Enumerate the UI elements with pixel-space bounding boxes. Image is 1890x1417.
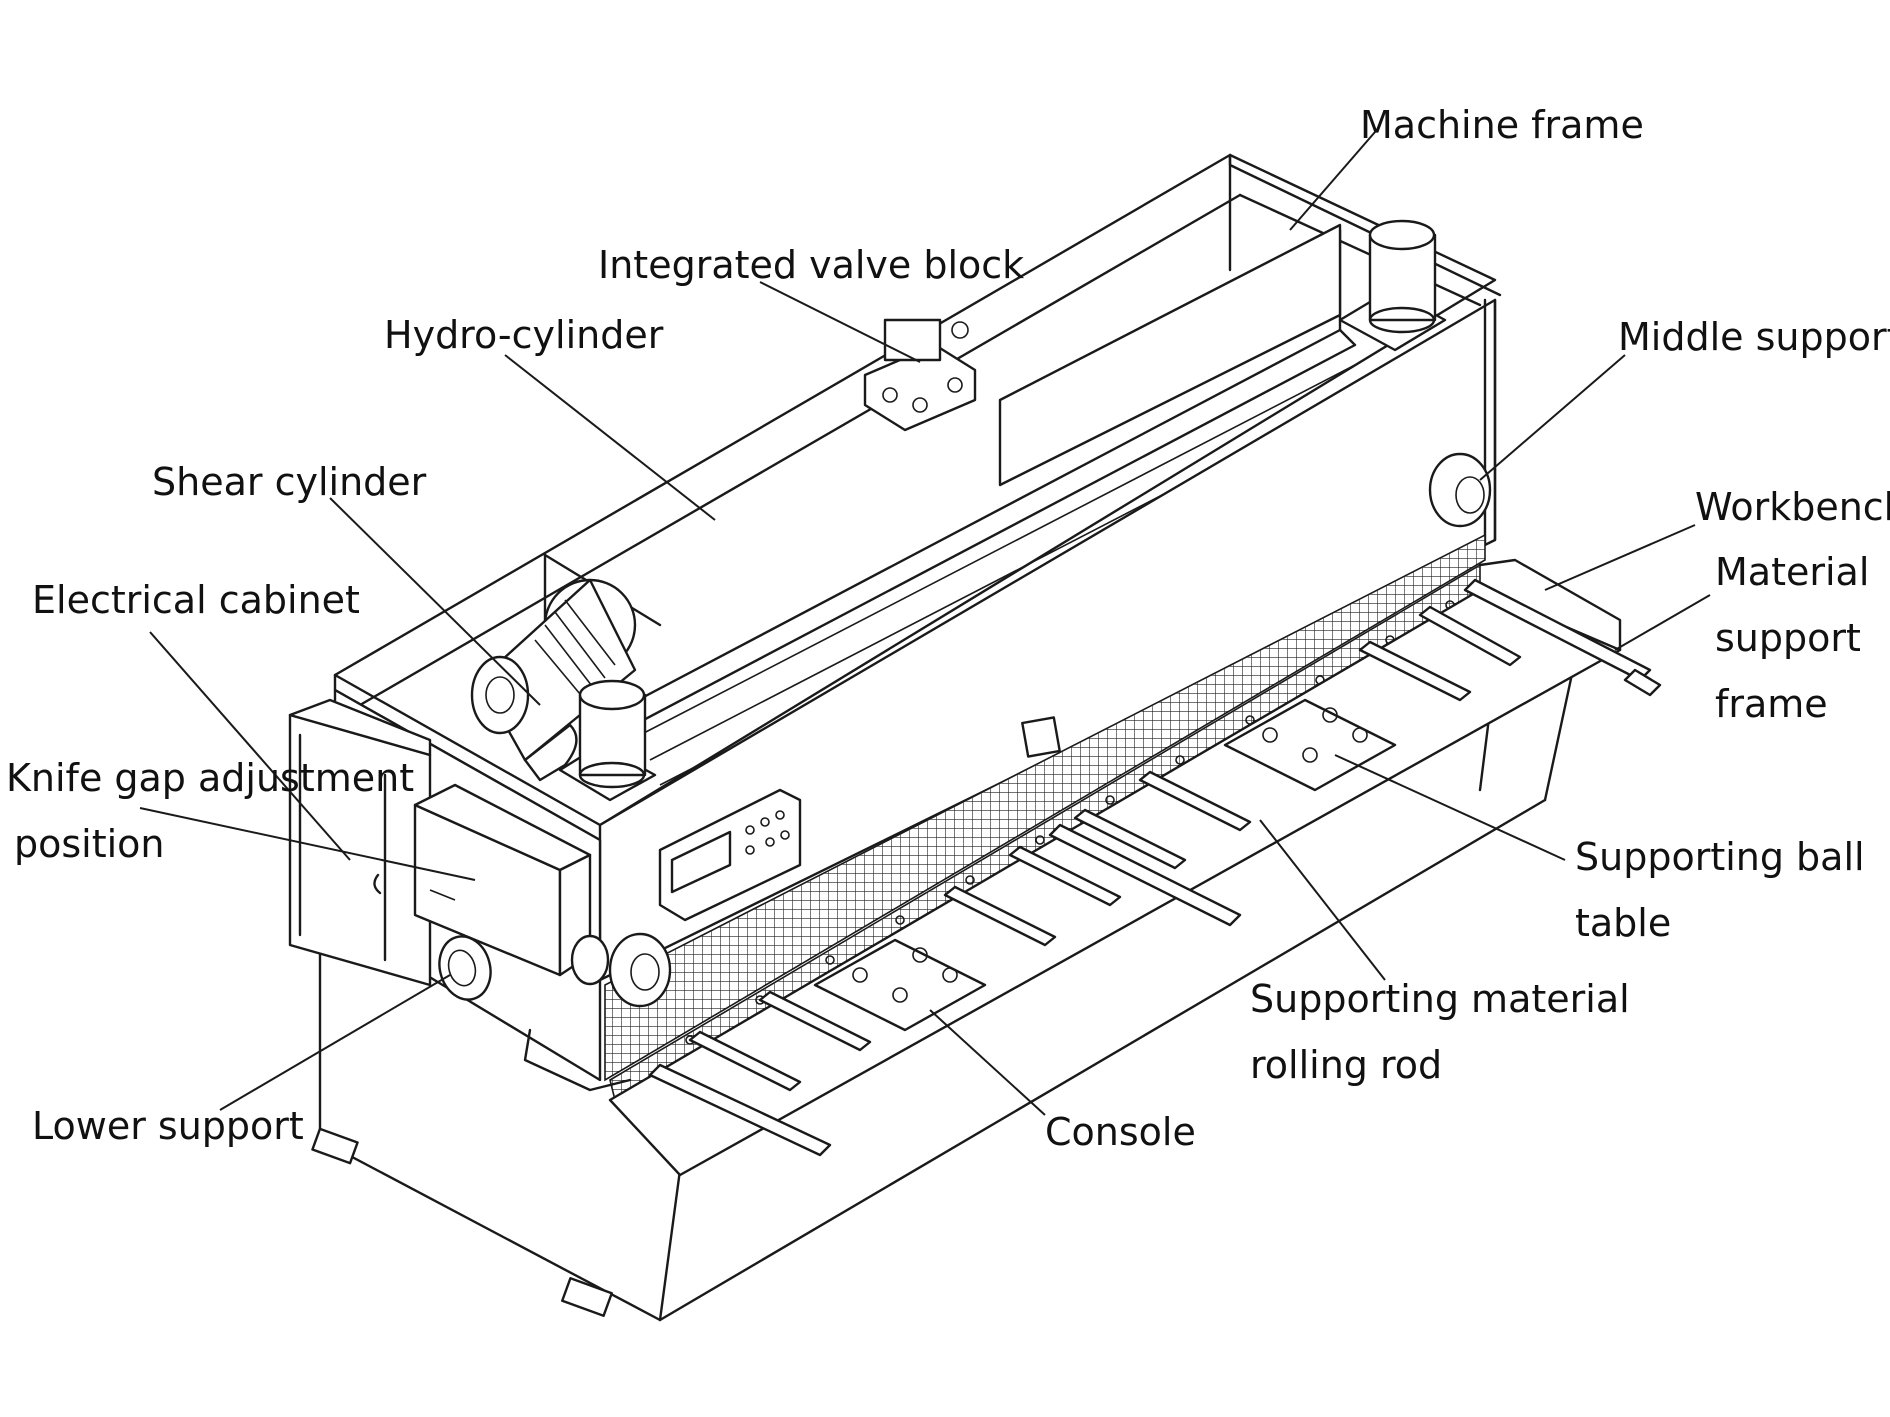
middle-support bbox=[1428, 452, 1492, 528]
label-supporting-ball-table-line1: Supporting ball bbox=[1575, 835, 1865, 879]
shear-cylinder bbox=[470, 578, 637, 782]
label-material-support-frame-line3: frame bbox=[1715, 682, 1828, 726]
label-supporting-ball-table: Supporting ball table bbox=[1575, 835, 1877, 945]
leader-lines bbox=[139, 131, 1711, 1116]
label-workbench: Workbench bbox=[1695, 485, 1890, 529]
label-knife-gap-adjustment: Knife gap adjustment position bbox=[6, 756, 426, 866]
lower-support bbox=[438, 935, 492, 1001]
knife-gap-box bbox=[413, 783, 592, 977]
label-material-support-frame: Material support frame bbox=[1715, 550, 1881, 726]
hydro-cylinder-left bbox=[558, 679, 657, 802]
rolling-rods bbox=[688, 605, 1522, 1092]
material-support-frame bbox=[648, 578, 1662, 1157]
label-rolling-rod-line1: Supporting material bbox=[1250, 977, 1630, 1021]
labels: Machine frame Integrated valve block Hyd… bbox=[6, 103, 1890, 1154]
label-knife-gap-line1: Knife gap adjustment bbox=[6, 756, 414, 800]
label-shear-cylinder: Shear cylinder bbox=[152, 460, 427, 504]
label-hydro-cylinder: Hydro-cylinder bbox=[384, 313, 664, 357]
label-material-support-frame-line2: support bbox=[1715, 616, 1861, 660]
front-face bbox=[598, 298, 1497, 1102]
label-supporting-material-rolling-rod: Supporting material rolling rod bbox=[1250, 977, 1642, 1087]
label-electrical-cabinet: Electrical cabinet bbox=[32, 578, 360, 622]
label-material-support-frame-line1: Material bbox=[1715, 550, 1869, 594]
electrical-cabinet bbox=[288, 698, 432, 987]
hydro-cylinder-right bbox=[1338, 219, 1447, 352]
label-lower-support: Lower support bbox=[32, 1104, 304, 1148]
label-integrated-valve-block: Integrated valve block bbox=[598, 243, 1024, 287]
label-knife-gap-line2: position bbox=[14, 822, 165, 866]
left-flange bbox=[570, 932, 672, 1008]
integrated-valve-block bbox=[863, 318, 977, 432]
label-middle-support: Middle support bbox=[1618, 315, 1890, 359]
console-panel bbox=[658, 788, 802, 922]
label-machine-frame: Machine frame bbox=[1360, 103, 1644, 147]
label-supporting-ball-table-line2: table bbox=[1575, 901, 1671, 945]
label-rolling-rod-line2: rolling rod bbox=[1250, 1043, 1442, 1087]
label-console: Console bbox=[1045, 1110, 1196, 1154]
supporting-ball-tables bbox=[813, 698, 1397, 1032]
machine-drawing bbox=[288, 153, 1662, 1322]
